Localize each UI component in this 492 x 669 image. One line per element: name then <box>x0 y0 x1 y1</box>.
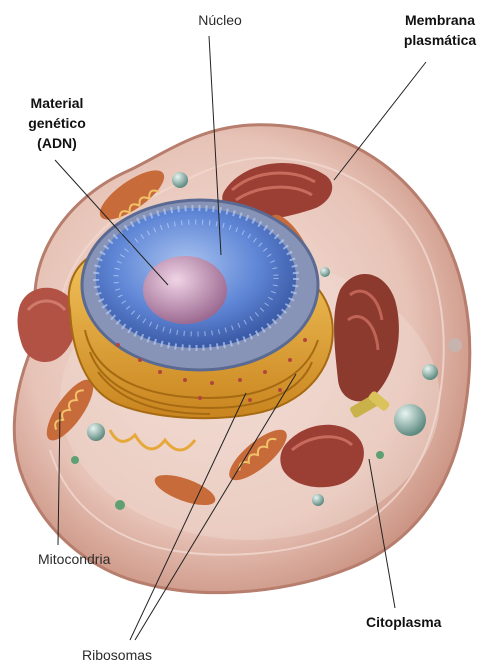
vesicles <box>71 172 462 510</box>
golgi-right <box>334 273 399 402</box>
mitochondrion-top <box>99 170 165 220</box>
mitochondrion-left <box>46 379 94 441</box>
leader-lines <box>54 35 427 641</box>
ribosome-dots <box>116 338 307 402</box>
label-material-line2: genético <box>28 115 86 131</box>
leader-membrana <box>333 61 427 181</box>
golgi-bottom <box>280 424 364 488</box>
label-membrana-line1: Membrana <box>404 12 476 28</box>
label-material-genetico: Material genético (ADN) <box>12 93 102 153</box>
mitochondrion-lower <box>154 474 216 506</box>
leader-material <box>54 159 169 286</box>
golgi-left <box>17 287 77 363</box>
leader-mitocondria <box>57 411 61 546</box>
label-nucleo: Núcleo <box>198 12 242 28</box>
label-material-line1: Material <box>30 95 84 111</box>
mitochondrion-bottom <box>229 429 287 481</box>
golgi-top <box>222 163 333 220</box>
label-ribosomas: Ribosomas <box>82 647 153 663</box>
leader-ribosomas-2 <box>134 373 297 641</box>
leader-ribosomas-1 <box>129 392 247 641</box>
label-material-line3: (ADN) <box>37 135 77 151</box>
nucleolus <box>143 256 227 324</box>
label-membrana-line2: plasmática <box>403 32 477 48</box>
label-mitocondria: Mitocondria <box>38 551 111 567</box>
label-citoplasma: Citoplasma <box>366 614 442 630</box>
leader-nucleo <box>208 35 222 256</box>
centrioles <box>350 391 390 418</box>
label-membrana-plasmatica: Membrana plasmática <box>390 10 490 50</box>
leader-citoplasma <box>368 458 396 609</box>
